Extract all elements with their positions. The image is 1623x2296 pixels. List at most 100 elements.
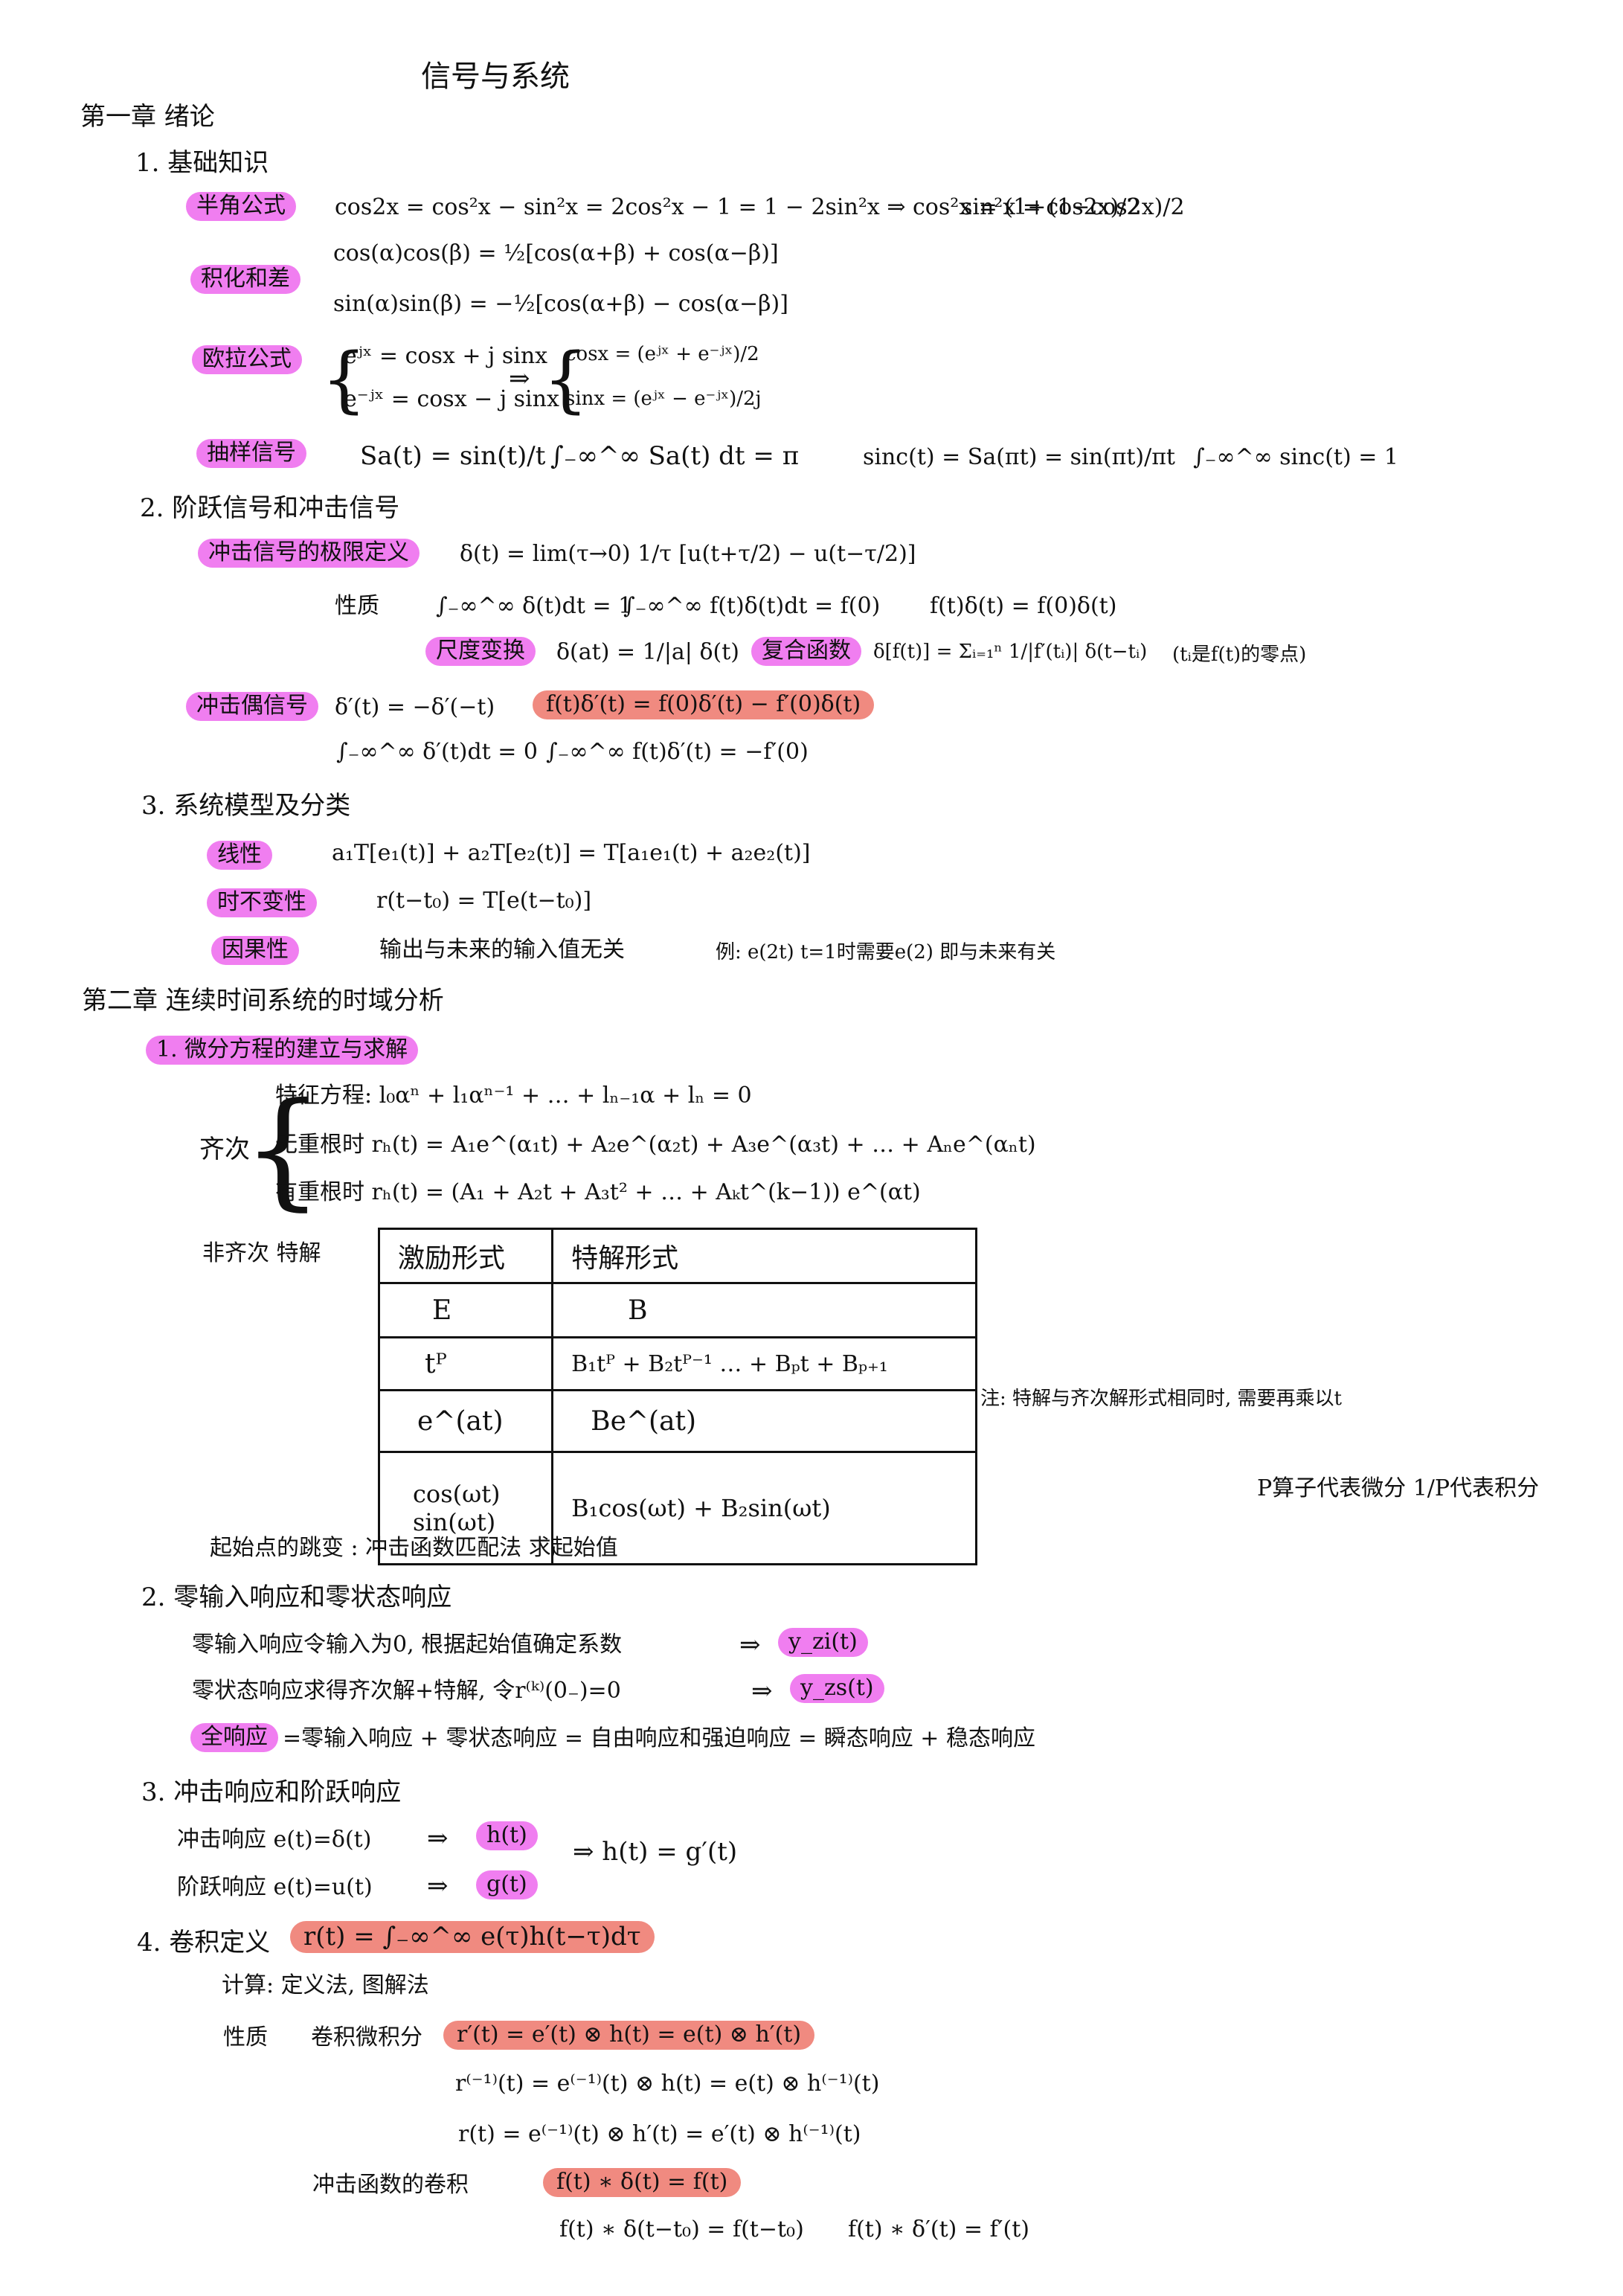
formula-convolution-def: r(t) = ∫₋∞^∞ e(τ)h(t−τ)dτ [290,1921,655,1954]
formula-doublet-product: f(t)δ′(t) = f(0)δ′(t) − f′(0)δ(t) [533,690,875,719]
formula-doublet-odd: δ′(t) = −δ′(−t) [335,694,495,720]
formula-no-repeat-roots: 无重根时 rₕ(t) = A₁e^(α₁t) + A₂e^(α₂t) + A₃e… [275,1132,1036,1158]
result-y-zs: y_zs(t) [790,1674,884,1703]
text-full-response: =零输入响应 + 零状态响应 = 自由响应和强迫响应 = 瞬态响应 + 稳态响应 [283,1725,1035,1751]
label-product-to-sum: 积化和差 [190,265,301,294]
brace-euler: { [321,338,367,421]
text-causality: 输出与未来的输入值无关 [379,937,625,963]
formula-char-eq: 特征方程: l₀αⁿ + l₁αⁿ⁻¹ + … + lₙ₋₁α + lₙ = 0 [275,1083,752,1109]
formula-scale: δ(at) = 1/|a| δ(t) [556,639,739,665]
formula-sinc: sinc(t) = Sa(πt) = sin(πt)/πt [863,444,1175,470]
formula-linearity: a₁T[e₁(t)] + a₂T[e₂(t)] = T[a₁e₁(t) + a₂… [332,840,811,866]
table-cell: Be^(at) [551,1389,977,1453]
label-doublet: 冲击偶信号 [186,692,318,721]
label-conv-properties: 性质 [223,2024,268,2050]
section-convolution-heading: 4. 卷积定义 [137,1928,271,1957]
brace-homogeneous: { [242,1076,324,1223]
formula-cos-product: cos(α)cos(β) = ½[cos(α+β) + cos(α−β)] [333,240,779,266]
formula-euler-plus: eʲˣ = cosx + j sinx [344,343,548,369]
formula-cosx: cosx = (eʲˣ + e⁻ʲˣ)/2 [565,343,759,365]
section-zi-zs-heading: 2. 零输入响应和零状态响应 [141,1582,452,1612]
result-y-zi: y_zi(t) [778,1628,868,1657]
table-cell: E [377,1282,554,1338]
text-causality-example: 例: e(2t) t=1时需要e(2) 即与未来有关 [716,941,1056,963]
table-header-excitation: 激励形式 [377,1228,554,1284]
note-zero-points: (tᵢ是f(t)的零点) [1172,644,1307,666]
formula-doublet-integral: ∫₋∞^∞ δ′(t)dt = 0 [336,739,539,765]
label-conv-diff-int: 卷积微积分 [311,2024,422,2050]
section-step-impulse-heading: 2. 阶跃信号和冲击信号 [140,493,400,523]
label-impulse-convolution: 冲击函数的卷积 [312,2172,469,2198]
label-nonhomogeneous: 非齐次 特解 [202,1240,321,1266]
section-system-model-heading: 3. 系统模型及分类 [141,791,351,821]
label-linearity: 线性 [207,841,272,870]
text-convolution-calc: 计算: 定义法, 图解法 [222,1972,429,1998]
table-header-particular: 特解形式 [551,1228,977,1284]
particular-solution-table: 激励形式 特解形式 E B tᴾ B₁tᴾ + B₂tᴾ⁻¹ … + Bₚt +… [377,1228,977,1565]
brace-euler-right: { [543,338,589,421]
formula-half-angle-cos: cos2x = cos²x − sin²x = 2cos²x − 1 = 1 −… [335,194,1141,220]
formula-euler-minus: e⁻ʲˣ = cosx − j sinx [344,386,559,412]
formula-h-equals-gprime: ⇒ h(t) = g′(t) [573,1837,738,1867]
arrow-impulse: ⇒ [427,1824,449,1853]
note-p-operator: P算子代表微分 1/P代表积分 [1257,1475,1540,1501]
page-title: 信号与系统 [421,60,570,94]
text-step-response: 阶跃响应 e(t)=u(t) [177,1874,373,1900]
arrow-step: ⇒ [427,1871,449,1901]
table-row: tᴾ B₁tᴾ + B₂tᴾ⁻¹ … + Bₚt + Bₚ₊₁ [377,1336,977,1391]
text-zero-state: 零状态响应求得齐次解+特解, 令r⁽ᵏ⁾(0₋)=0 [192,1678,621,1704]
formula-sinx: sinx = (eʲˣ − e⁻ʲˣ)/2j [565,388,762,410]
chapter2-heading: 第二章 连续时间系统的时域分析 [82,986,444,1016]
formula-impulse-limit: δ(t) = lim(τ→0) 1/τ [u(t+τ/2) − u(t−τ/2)… [460,541,916,567]
label-time-invariance: 时不变性 [207,888,317,917]
arrow-zero-state: ⇒ [751,1676,773,1706]
formula-sifting: ∫₋∞^∞ f(t)δ(t)dt = f(0) [623,593,881,619]
table-row: cos(ωt) sin(ωt) B₁cos(ωt) + B₂sin(ωt) [377,1451,977,1565]
label-causality: 因果性 [211,936,299,965]
label-half-angle: 半角公式 [186,192,296,221]
formula-repeat-roots: 有重根时 rₕ(t) = (A₁ + A₂t + A₃t² + … + Aₖt^… [275,1179,921,1205]
section-basics-heading: 1. 基础知识 [135,148,269,178]
table-cell: B₁tᴾ + B₂tᴾ⁻¹ … + Bₚt + Bₚ₊₁ [551,1336,977,1391]
formula-delta-integral: ∫₋∞^∞ δ(t)dt = 1 [436,593,633,619]
label-composite: 复合函数 [751,637,861,666]
formula-doublet-sifting: ∫₋∞^∞ f(t)δ′(t) = −f′(0) [546,739,809,765]
formula-time-invariance: r(t−t₀) = T[e(t−t₀)] [376,888,592,914]
formula-conv-delta-shift: f(t) ∗ δ(t−t₀) = f(t−t₀) [559,2216,804,2242]
formula-sin-product: sin(α)sin(β) = −½[cos(α+β) − cos(α−β)] [333,291,788,317]
chapter1-heading: 第一章 绪论 [80,102,215,132]
table-cell: B₁cos(ωt) + B₂sin(ωt) [551,1451,977,1565]
formula-conv-doublet: f(t) ∗ δ′(t) = f′(t) [848,2216,1029,2242]
table-cell: B [551,1282,977,1338]
table-row: e^(at) Be^(at) [377,1389,977,1453]
result-g: g(t) [476,1870,538,1899]
formula-conv-mixed: r(t) = e⁽⁻¹⁾(t) ⊗ h′(t) = e′(t) ⊗ h⁽⁻¹⁾(… [458,2121,861,2147]
arrow-zero-input: ⇒ [739,1630,761,1660]
formula-composite: δ[f(t)] = Σᵢ₌₁ⁿ 1/|f′(tᵢ)| δ(t−tᵢ) [873,641,1148,663]
formula-conv-delta: f(t) ∗ δ(t) = f(t) [543,2168,742,2197]
euler-arrow: ⇒ [509,364,530,394]
text-impulse-response: 冲击响应 e(t)=δ(t) [177,1827,372,1853]
section-ode-heading: 1. 微分方程的建立与求解 [146,1036,419,1065]
result-h: h(t) [476,1821,538,1850]
formula-sa-integral: ∫₋∞^∞ Sa(t) dt = π [550,441,800,471]
label-homogeneous: 齐次 [199,1135,250,1164]
formula-sa: Sa(t) = sin(t)/t [360,441,546,471]
formula-sinc-integral: ∫₋∞^∞ sinc(t) = 1 [1193,444,1398,470]
table-cell: tᴾ [377,1336,554,1391]
table-row: E B [377,1282,977,1338]
label-properties: 性质 [335,593,379,619]
table-cell: cos(ωt) sin(ωt) [377,1451,554,1565]
label-sampling: 抽样信号 [196,439,306,468]
table-cell: e^(at) [377,1389,554,1453]
formula-conv-derivative: r′(t) = e′(t) ⊗ h(t) = e(t) ⊗ h′(t) [443,2021,815,2050]
section-impulse-step-heading: 3. 冲击响应和阶跃响应 [141,1777,402,1807]
formula-sampling-property: f(t)δ(t) = f(0)δ(t) [930,593,1117,619]
text-zero-input: 零输入响应令输入为0, 根据起始值确定系数 [192,1632,623,1658]
label-impulse-limit: 冲击信号的极限定义 [198,539,420,568]
label-full-response: 全响应 [190,1723,278,1752]
label-scale: 尺度变换 [425,637,536,666]
text-jump: 起始点的跳变 : 冲击函数匹配法 求起始值 [210,1535,618,1561]
label-euler: 欧拉公式 [192,345,302,374]
